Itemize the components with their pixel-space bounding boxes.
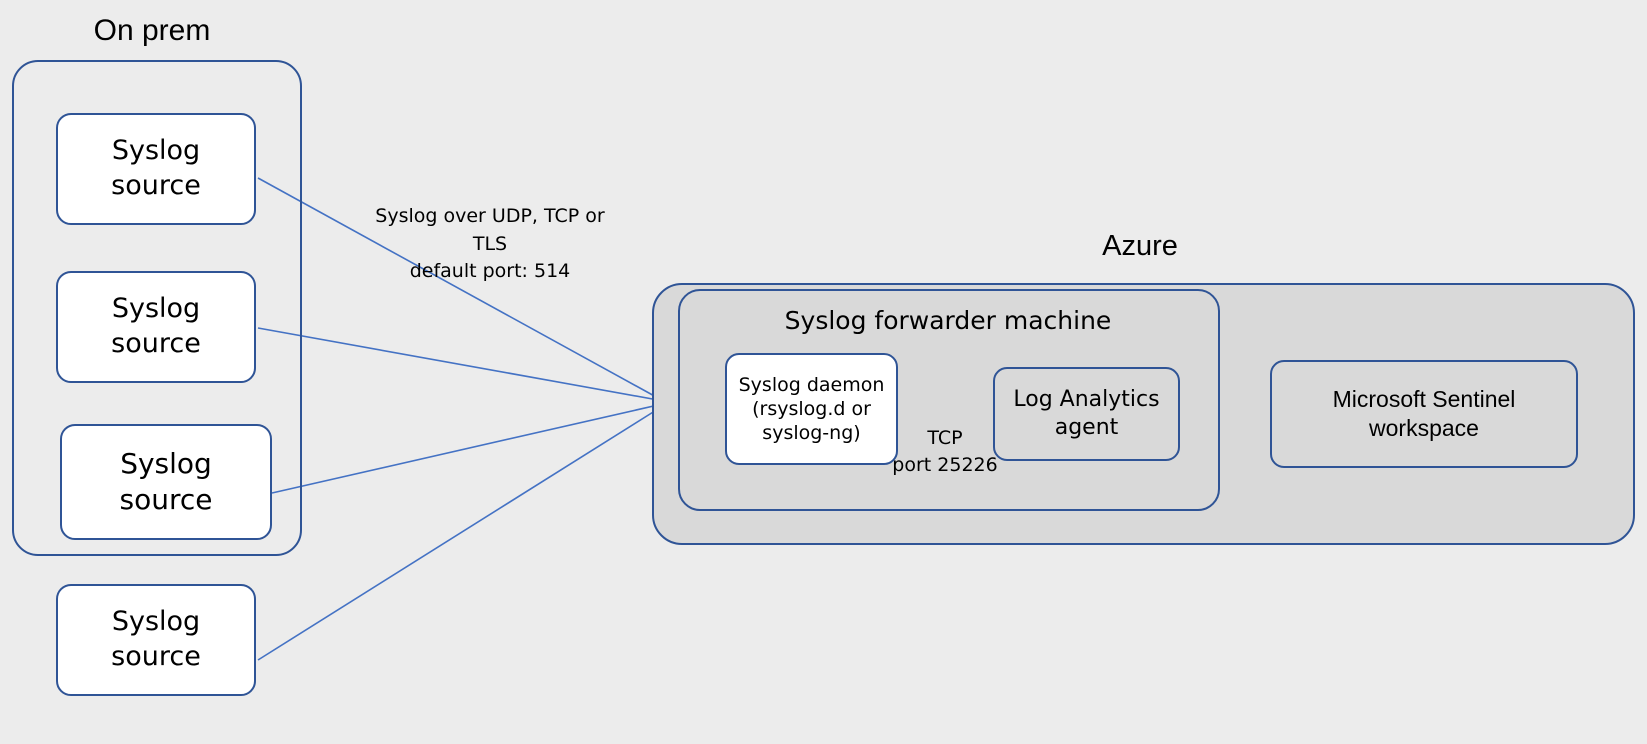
log-analytics-agent-box[interactable]: Log Analytics agent bbox=[993, 367, 1180, 461]
tcp-port-label: TCP port 25226 bbox=[880, 425, 1010, 478]
syslog-source-label-line1: Syslog bbox=[111, 135, 201, 167]
log-analytics-agent-label-line2: agent bbox=[1054, 415, 1119, 440]
syslog-source-label-line1: Syslog bbox=[120, 447, 212, 481]
syslog-source-label-line2: source bbox=[111, 328, 201, 359]
syslog-daemon-label-line2: (rsyslog.d or bbox=[752, 397, 871, 420]
syslog-forwarder-machine-container bbox=[678, 289, 1220, 511]
onprem-group-container bbox=[12, 60, 302, 556]
syslog-source-label-line1: Syslog bbox=[111, 293, 201, 325]
microsoft-sentinel-label-line1: Microsoft Sentinel bbox=[1332, 385, 1516, 412]
syslog-source-box[interactable]: Syslog source bbox=[56, 113, 256, 225]
syslog-forwarder-machine-title: Syslog forwarder machine bbox=[784, 306, 1112, 335]
syslog-daemon-label-line3: syslog-ng) bbox=[762, 422, 861, 445]
tcp-port-line2: port 25226 bbox=[892, 453, 998, 476]
syslog-transport-line2: default port: 514 bbox=[409, 260, 571, 283]
syslog-source-label-line1: Syslog bbox=[111, 606, 201, 638]
connector-source-3 bbox=[271, 404, 659, 494]
syslog-source-label-line2: source bbox=[119, 483, 213, 516]
microsoft-sentinel-workspace-box[interactable]: Microsoft Sentinel workspace bbox=[1270, 360, 1578, 468]
syslog-source-box[interactable]: Syslog source bbox=[56, 584, 256, 696]
syslog-source-box[interactable]: Syslog source bbox=[56, 271, 256, 383]
syslog-daemon-box[interactable]: Syslog daemon (rsyslog.d or syslog-ng) bbox=[725, 353, 898, 465]
connector-source-4 bbox=[257, 408, 659, 661]
azure-group-title: Azure bbox=[1102, 230, 1178, 262]
tcp-port-line1: TCP bbox=[927, 427, 963, 449]
syslog-daemon-label-line1: Syslog daemon bbox=[738, 373, 885, 396]
syslog-source-label-line2: source bbox=[111, 170, 201, 201]
syslog-transport-line1: Syslog over UDP, TCP or TLS bbox=[375, 205, 605, 255]
connector-source-2 bbox=[257, 327, 659, 401]
log-analytics-agent-label-line1: Log Analytics bbox=[1013, 386, 1160, 412]
onprem-group-title: On prem bbox=[93, 14, 211, 47]
syslog-transport-label: Syslog over UDP, TCP or TLS default port… bbox=[360, 203, 620, 286]
syslog-source-box[interactable]: Syslog source bbox=[60, 424, 272, 540]
microsoft-sentinel-label-line2: workspace bbox=[1369, 415, 1479, 441]
syslog-source-label-line2: source bbox=[111, 641, 201, 672]
